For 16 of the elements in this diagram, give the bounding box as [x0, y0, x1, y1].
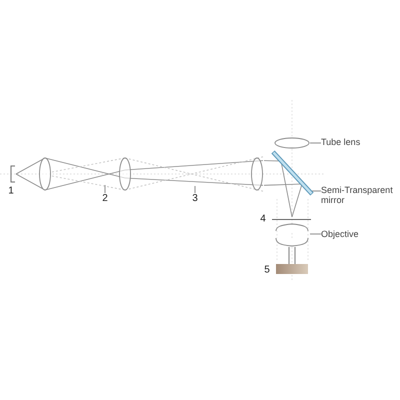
callout-number: 2 [102, 193, 108, 204]
leader-line [104, 184, 106, 194]
leader-line [310, 142, 322, 144]
callout-number: 5 [264, 264, 270, 276]
part-label: Objective [321, 229, 359, 240]
callout-number: 4 [260, 214, 266, 224]
leader-line [194, 186, 196, 194]
leader-line [312, 190, 322, 192]
callout-number: 1 [8, 186, 14, 196]
part-label: Semi-Transparent mirror [321, 185, 397, 206]
part-label: Tube lens [321, 137, 360, 148]
mirror [270, 149, 316, 198]
tube-lens [274, 137, 310, 149]
objective-lens [274, 223, 310, 247]
callout-number: 3 [192, 193, 198, 204]
image-plane-line [272, 218, 311, 220]
